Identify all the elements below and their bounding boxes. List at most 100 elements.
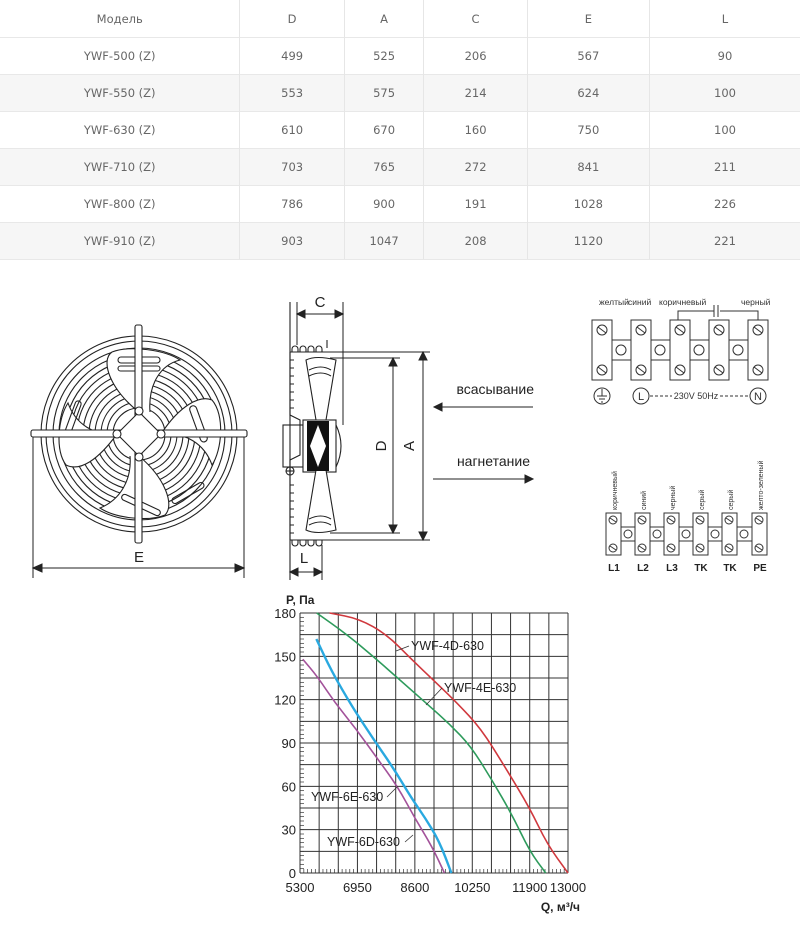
cell-e: 750 — [526, 111, 650, 149]
cell-d: 610 — [239, 111, 345, 149]
table-row: YWF-550 (Z) 553 575 214 624 100 — [0, 74, 800, 112]
svg-text:0: 0 — [289, 866, 296, 881]
wire-label-brown: коричневый — [611, 471, 619, 510]
cell-c: 214 — [423, 74, 528, 112]
cell-a: 765 — [343, 148, 424, 186]
wire-label-grey-1: серый — [698, 490, 706, 510]
svg-text:5300: 5300 — [286, 880, 315, 895]
series-label-4d: YWF-4D-630 — [411, 639, 484, 653]
series-label-4e: YWF-4E-630 — [444, 681, 516, 695]
dimension-l-label: L — [300, 550, 308, 567]
svg-text:60: 60 — [282, 779, 296, 794]
table-row: YWF-630 (Z) 610 670 160 750 100 — [0, 111, 800, 149]
cell-l: 90 — [648, 37, 800, 75]
table-row: YWF-910 (Z) 903 1047 208 1120 221 — [0, 222, 800, 260]
three-phase-wiring-diagram: коричневый синий черный серый серый желт… — [605, 461, 768, 574]
series-line — [315, 638, 453, 874]
cell-a: 575 — [343, 74, 424, 112]
wire-label-blue: синий — [628, 297, 651, 307]
cell-l: 226 — [648, 185, 800, 223]
cell-l: 100 — [648, 111, 800, 149]
terminal-label-tk2: TK — [723, 563, 737, 574]
cell-c: 208 — [423, 222, 528, 260]
cell-e: 1028 — [526, 185, 650, 223]
terminal-label-l3: L3 — [666, 563, 678, 574]
cell-e: 567 — [526, 37, 650, 75]
discharge-label: нагнетание — [457, 453, 530, 469]
svg-text:8600: 8600 — [400, 880, 429, 895]
table-row: YWF-500 (Z) 499 525 206 567 90 — [0, 37, 800, 75]
fan-front-view-diagram: E — [30, 324, 248, 578]
cell-e: 624 — [526, 74, 650, 112]
table-row: YWF-710 (Z) 703 765 272 841 211 — [0, 148, 800, 186]
cell-c: 191 — [423, 185, 528, 223]
chart-series — [302, 612, 569, 874]
cell-d: 703 — [239, 148, 345, 186]
table-header-row: Модель D A C E L — [0, 0, 800, 38]
cell-model: YWF-630 (Z) — [0, 111, 240, 149]
cell-d: 903 — [239, 222, 345, 260]
dimension-e-label: E — [134, 549, 144, 566]
svg-text:30: 30 — [282, 823, 296, 838]
cell-c: 206 — [423, 37, 528, 75]
svg-text:13000: 13000 — [550, 880, 586, 895]
supply-voltage-label: 230V 50Hz — [674, 391, 719, 401]
series-label-6e: YWF-6E-630 — [311, 790, 383, 804]
svg-text:180: 180 — [274, 606, 296, 621]
cell-a: 1047 — [343, 222, 424, 260]
terminal-n-symbol: N — [754, 391, 762, 403]
header-model: Модель — [96, 11, 143, 26]
cell-a: 525 — [343, 37, 424, 75]
cell-d: 499 — [239, 37, 345, 75]
terminal-l-symbol: L — [638, 391, 644, 403]
svg-text:6950: 6950 — [343, 880, 372, 895]
terminal-label-l1: L1 — [608, 563, 620, 574]
cell-c: 160 — [423, 111, 528, 149]
wire-label-black: черный — [669, 486, 677, 510]
wire-label-brown: коричневый — [659, 297, 706, 307]
cell-d: 553 — [239, 74, 345, 112]
header-l: L — [648, 0, 800, 38]
suction-label: всасывание — [456, 381, 534, 397]
header-d: D — [239, 0, 345, 38]
series-label-6d: YWF-6D-630 — [327, 835, 400, 849]
wire-label-yellow: желтый — [599, 297, 629, 307]
wire-label-black: черный — [741, 297, 771, 307]
header-c: C — [423, 0, 528, 38]
wire-label-yellow-green: желто-зеленый — [757, 461, 765, 510]
series-line — [302, 658, 446, 874]
header-a: A — [343, 0, 424, 38]
terminal-label-tk1: TK — [694, 563, 708, 574]
cell-a: 670 — [343, 111, 424, 149]
dimensions-table: Модель D A C E L YWF-500 (Z) 499 525 206… — [0, 0, 800, 260]
wire-label-grey-2: серый — [727, 490, 735, 510]
chart-grid — [299, 612, 569, 874]
terminal-label-l2: L2 — [637, 563, 649, 574]
cell-d: 786 — [239, 185, 345, 223]
svg-text:150: 150 — [274, 649, 296, 664]
header-e: E — [526, 0, 650, 38]
cell-model: YWF-500 (Z) — [0, 37, 240, 75]
cell-l: 221 — [648, 222, 800, 260]
svg-text:10250: 10250 — [454, 880, 490, 895]
cell-e: 841 — [526, 148, 650, 186]
cell-model: YWF-550 (Z) — [0, 74, 240, 112]
cell-c: 272 — [423, 148, 528, 186]
cell-model: YWF-710 (Z) — [0, 148, 240, 186]
cell-model: YWF-800 (Z) — [0, 185, 240, 223]
svg-text:90: 90 — [282, 736, 296, 751]
dimension-d-label: D — [373, 440, 390, 451]
dimension-a-label: A — [401, 441, 418, 451]
svg-text:11900: 11900 — [512, 880, 547, 895]
single-phase-wiring-diagram: желтый синий коричневый черный — [591, 297, 771, 405]
cell-l: 100 — [648, 74, 800, 112]
cell-l: 211 — [648, 148, 800, 186]
fan-side-view-diagram: C D A L всасывание нагнетание — [282, 294, 534, 580]
terminal-label-pe: PE — [753, 563, 767, 574]
svg-text:120: 120 — [274, 693, 296, 708]
cell-a: 900 — [343, 185, 424, 223]
wire-label-blue: синий — [640, 491, 648, 510]
table-row: YWF-800 (Z) 786 900 191 1028 226 — [0, 185, 800, 223]
